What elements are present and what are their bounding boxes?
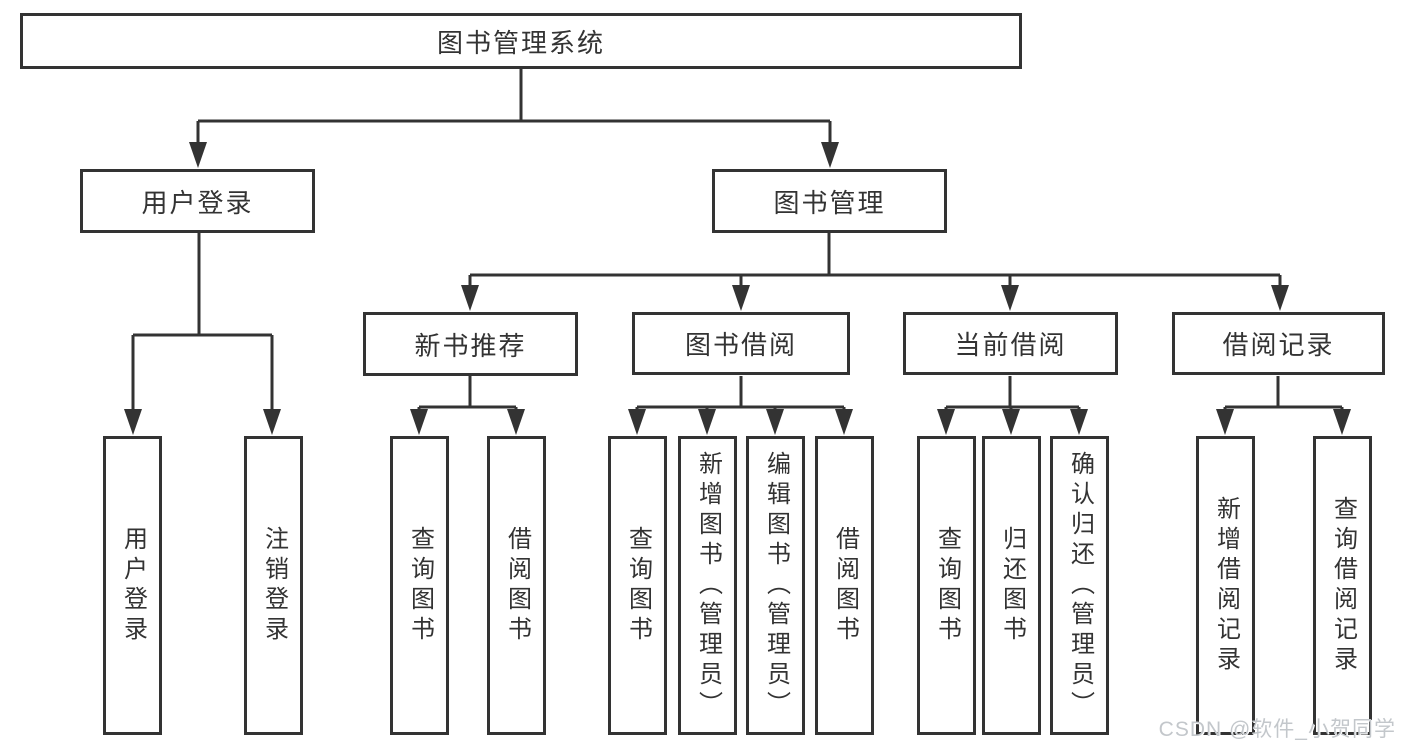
connector-path [131, 233, 274, 415]
leaf-query-borrowing-record: 查询借阅记录 [1313, 436, 1372, 735]
leaf-add-borrowing-record: 新增借阅记录 [1196, 436, 1255, 735]
arrowhead-icon [937, 409, 955, 435]
arrowhead-icon [698, 409, 716, 435]
arrowhead-icon [124, 409, 142, 435]
leaf-query-books: 查询图书 [608, 436, 667, 735]
arrowhead-icon [835, 409, 853, 435]
leaf-label: 用户登录 [119, 525, 147, 646]
connector-path [417, 376, 518, 415]
arrowhead-icon [1333, 409, 1351, 435]
arrowhead-icon [410, 409, 428, 435]
arrowhead-icon [1070, 409, 1088, 435]
arrowhead-icon [1001, 285, 1019, 311]
leaf-label: 借阅图书 [831, 525, 859, 646]
arrowhead-icon [1002, 409, 1020, 435]
arrowhead-icon [628, 409, 646, 435]
arrowhead-icon [263, 409, 281, 435]
connector-path [635, 376, 846, 415]
leaf-label: 查询图书 [406, 525, 434, 646]
arrowhead-icon [1271, 285, 1289, 311]
leaf-label: 查询借阅记录 [1329, 495, 1357, 676]
leaf-label: 注销登录 [260, 525, 288, 646]
node-library-management-system: 图书管理系统 [20, 13, 1022, 69]
arrowhead-icon [1216, 409, 1234, 435]
leaf-label: 新增图书（管理员） [694, 450, 722, 721]
leaf-return-books: 归还图书 [982, 436, 1041, 735]
leaf-label: 查询图书 [624, 525, 652, 646]
connector-path [196, 69, 832, 148]
leaf-label: 编辑图书（管理员） [762, 450, 790, 721]
node-borrowing-records: 借阅记录 [1172, 312, 1385, 375]
node-current-borrowing: 当前借阅 [903, 312, 1118, 375]
node-new-book-recommendation: 新书推荐 [363, 312, 578, 376]
node-book-management: 图书管理 [712, 169, 947, 233]
connector-path [468, 233, 1282, 290]
arrowhead-icon [507, 409, 525, 435]
leaf-confirm-return-admin: 确认归还（管理员） [1050, 436, 1109, 735]
leaf-label: 新增借阅记录 [1212, 495, 1240, 676]
arrowhead-icon [732, 285, 750, 311]
leaf-query-books: 查询图书 [390, 436, 449, 735]
leaf-query-books: 查询图书 [917, 436, 976, 735]
leaf-add-books-admin: 新增图书（管理员） [678, 436, 737, 735]
arrowhead-icon [189, 142, 207, 168]
leaf-label: 借阅图书 [503, 525, 531, 646]
connector-path [1223, 376, 1344, 415]
leaf-edit-books-admin: 编辑图书（管理员） [746, 436, 805, 735]
node-user-login: 用户登录 [80, 169, 315, 233]
leaf-borrow-books: 借阅图书 [487, 436, 546, 735]
leaf-borrow-books: 借阅图书 [815, 436, 874, 735]
leaf-user-login: 用户登录 [103, 436, 162, 735]
leaf-label: 确认归还（管理员） [1066, 450, 1094, 721]
leaf-logout-login: 注销登录 [244, 436, 303, 735]
arrowhead-icon [461, 285, 479, 311]
arrowhead-icon [821, 142, 839, 168]
arrowhead-icon [766, 409, 784, 435]
leaf-label: 查询图书 [933, 525, 961, 646]
node-book-borrowing: 图书借阅 [632, 312, 850, 375]
watermark: CSDN @软件_小贺同学 [1158, 718, 1396, 741]
leaf-label: 归还图书 [998, 525, 1026, 646]
